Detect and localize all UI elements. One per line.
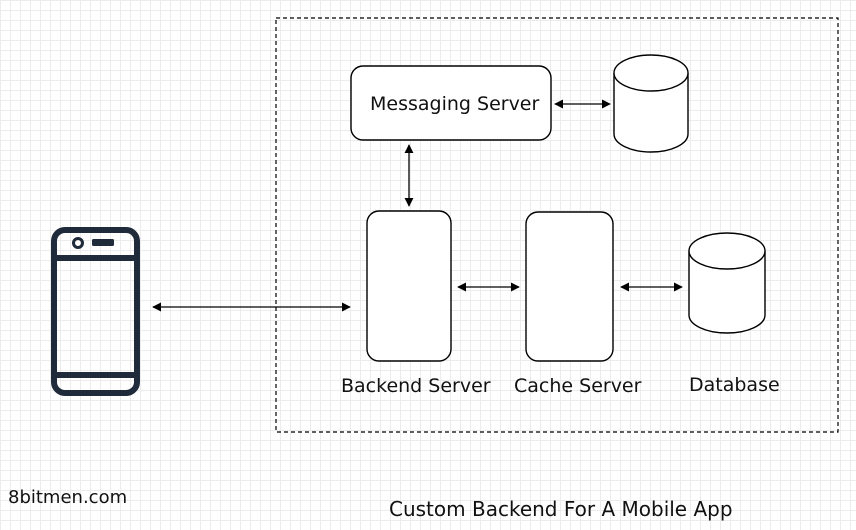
messaging-server-label: Messaging Server bbox=[370, 93, 540, 115]
messaging-database-cylinder-icon bbox=[613, 54, 689, 153]
cache-server-label: Cache Server bbox=[514, 375, 642, 397]
mobile-phone-icon bbox=[51, 227, 140, 396]
backend-boundary bbox=[275, 17, 839, 433]
cache-server-box bbox=[525, 211, 614, 362]
backend-server-box bbox=[366, 210, 452, 362]
messaging-server-box bbox=[350, 65, 552, 141]
database-cylinder-icon bbox=[688, 232, 766, 334]
database-label: Database bbox=[689, 374, 780, 396]
diagram-caption: Custom Backend For A Mobile App bbox=[389, 497, 733, 521]
watermark: 8bitmen.com bbox=[8, 487, 128, 508]
backend-server-label: Backend Server bbox=[341, 375, 491, 397]
